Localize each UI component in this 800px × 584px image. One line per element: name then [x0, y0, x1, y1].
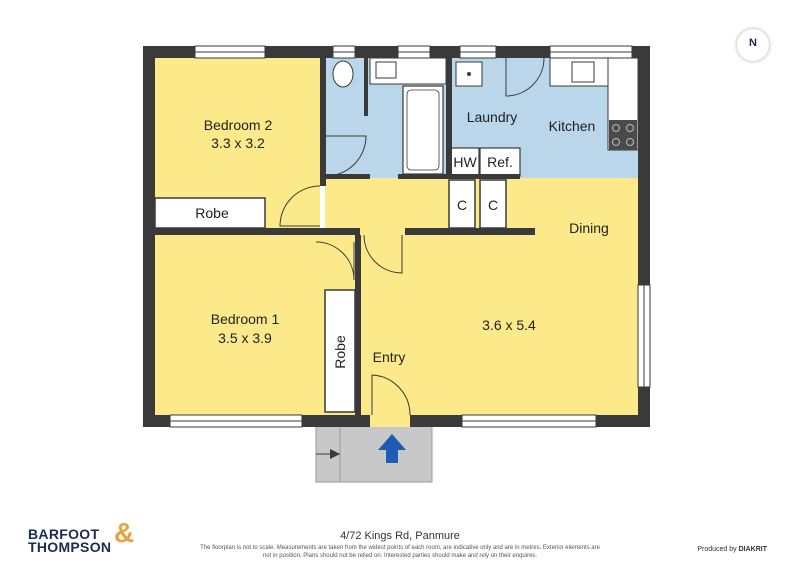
wall-bath-bottom-2	[398, 174, 520, 179]
produced-by-label: Produced by	[697, 546, 737, 553]
laundry-tub	[455, 61, 483, 87]
producer-name: DIAKRIT	[738, 546, 767, 553]
brand-line-2: THOMPSON	[28, 539, 112, 555]
floor-plan: Bedroom 2 3.3 x 3.2 Bedroom 1 3.5 x 3.9 …	[143, 45, 651, 483]
bathtub-inner	[406, 89, 440, 171]
bedroom-2-size: 3.3 x 3.2	[211, 135, 265, 151]
bedroom-2-name: Bedroom 2	[204, 117, 273, 133]
robe-bedroom-1-label: Robe	[332, 335, 348, 369]
produced-by: Produced by DIAKRIT	[697, 546, 767, 553]
door-swing-bathroom	[325, 135, 367, 177]
living-size: 3.6 x 5.4	[482, 317, 536, 333]
cupboard-2-label: C	[488, 197, 498, 213]
entrance-arrow-icon	[378, 434, 406, 463]
compass-north-label: N	[749, 37, 757, 49]
wall-toilet-partition	[364, 58, 368, 116]
wall-top	[143, 46, 650, 58]
cupboard-1	[448, 179, 476, 229]
door-swing-bedroom-2	[279, 185, 321, 227]
door-swing-bedroom-1	[315, 241, 355, 281]
robe-bedroom-2-label: Robe	[195, 205, 229, 221]
burner	[612, 124, 620, 132]
kitchen-sink	[571, 61, 595, 83]
toilet	[332, 60, 354, 88]
laundry-label: Laundry	[467, 109, 518, 125]
compass-icon: N	[737, 29, 769, 61]
wall-entry-left	[355, 235, 361, 415]
bedroom-1-size: 3.5 x 3.9	[218, 330, 272, 346]
hot-water-cylinder	[450, 147, 480, 177]
disclaimer-text: The floorplan is not to scale. Measureme…	[200, 545, 600, 559]
cupboard-1-label: C	[457, 197, 467, 213]
entry-door-gap	[370, 415, 410, 427]
door-swing-hall	[363, 234, 403, 274]
entry-door-swing	[371, 374, 411, 416]
kitchen-label: Kitchen	[549, 118, 596, 134]
laundry-tub-drain	[467, 72, 471, 76]
property-address: 4/72 Kings Rd, Panmure	[340, 530, 460, 542]
dining-label: Dining	[569, 220, 609, 236]
burner	[612, 138, 620, 146]
robe-bedroom-2	[154, 197, 266, 229]
wall-bed2-right	[320, 58, 326, 186]
burner	[626, 138, 634, 146]
brand-line-1: BARFOOT	[28, 526, 100, 542]
wall-left	[143, 46, 155, 427]
cooktop	[609, 120, 637, 150]
fridge-label: Ref.	[487, 154, 513, 170]
bedroom-1-name: Bedroom 1	[211, 311, 280, 327]
door-swing-laundry	[505, 57, 545, 97]
deck-step-arrow	[330, 449, 340, 459]
wall-bed2-bottom	[155, 228, 360, 235]
wall-bath-bottom	[326, 174, 370, 179]
hot-water-label: HW	[453, 154, 477, 170]
footer: BARFOOT THOMPSON & 4/72 Kings Rd, Panmur…	[0, 519, 800, 584]
cupboard-2	[479, 179, 507, 229]
wall-hall-bottom-right	[405, 228, 535, 235]
wall-bath-laundry	[446, 58, 452, 178]
bath-basin	[375, 61, 397, 79]
burner	[626, 124, 634, 132]
entry-label: Entry	[373, 349, 406, 365]
